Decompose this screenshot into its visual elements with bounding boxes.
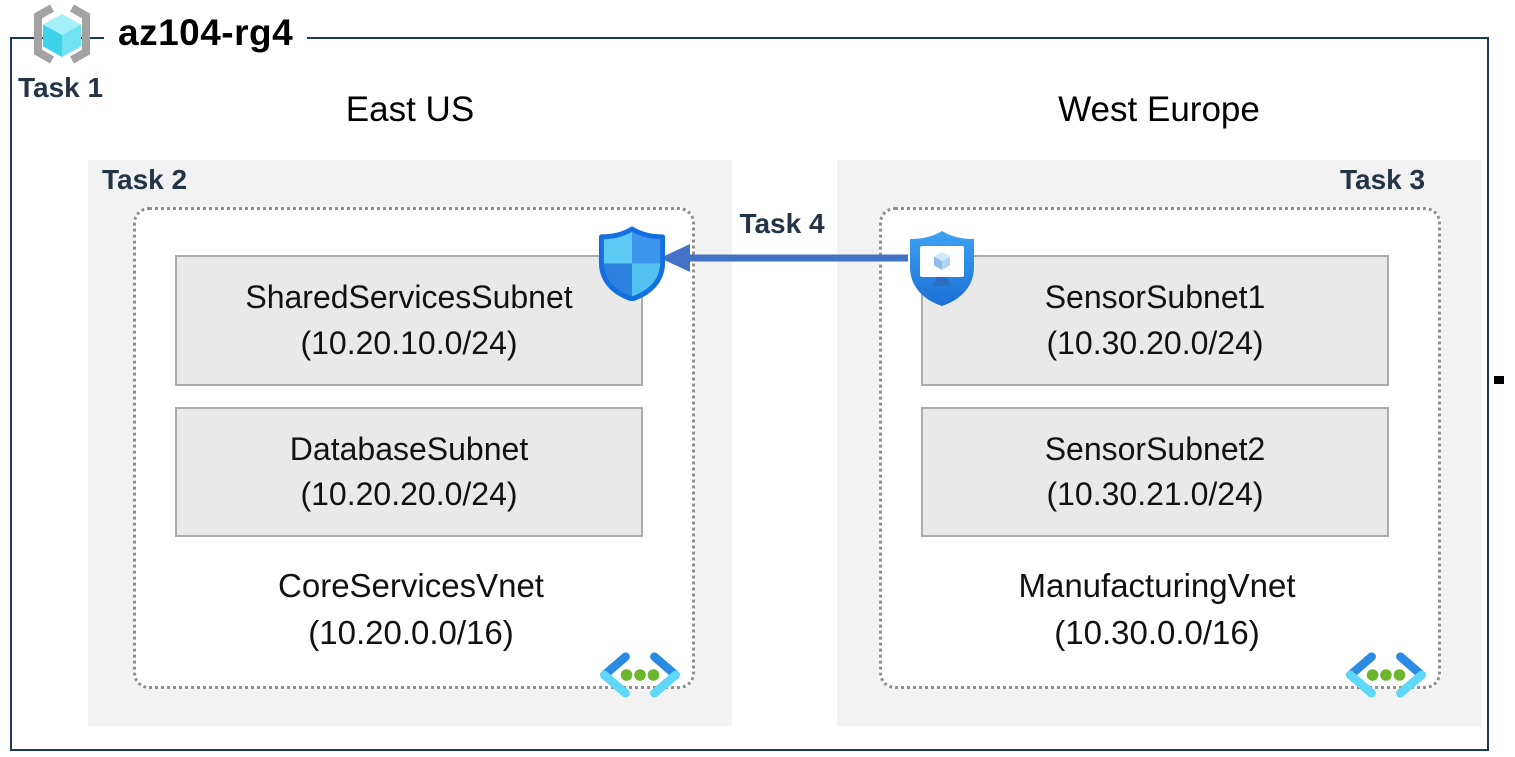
task1-label: Task 1 bbox=[18, 72, 104, 103]
subnet-cidr: (10.20.20.0/24) bbox=[300, 476, 518, 512]
region-label-east-us: East US bbox=[345, 90, 475, 129]
shield-monitor-icon bbox=[906, 229, 978, 312]
vnet-cidr: (10.30.0.0/16) bbox=[1054, 613, 1260, 651]
network-security-group-icon bbox=[597, 226, 667, 306]
subnet-cidr: (10.30.20.0/24) bbox=[1046, 324, 1264, 361]
virtual-network-icon-west bbox=[1342, 650, 1430, 705]
virtual-network-icon-east bbox=[596, 650, 684, 705]
vnet-name: ManufacturingVnet bbox=[1018, 567, 1296, 604]
vnet-name: CoreServicesVnet bbox=[278, 567, 544, 604]
task3-label: Task 3 bbox=[1340, 164, 1426, 195]
peering-arrow bbox=[658, 236, 910, 285]
subnet-name: SensorSubnet2 bbox=[1044, 430, 1266, 467]
subnet-box-sharedservices: SharedServicesSubnet (10.20.10.0/24) bbox=[175, 255, 643, 386]
subnet-name: DatabaseSubnet bbox=[289, 430, 529, 467]
task2-label: Task 2 bbox=[102, 164, 188, 195]
resource-group-icon bbox=[26, 3, 98, 70]
vnet-cidr: (10.20.0.0/16) bbox=[308, 613, 514, 651]
subnet-cidr: (10.30.21.0/24) bbox=[1046, 476, 1264, 512]
subnet-name: SharedServicesSubnet bbox=[245, 279, 573, 316]
subnet-cidr: (10.20.10.0/24) bbox=[300, 324, 518, 361]
vnet-label-coreservices: CoreServicesVnet (10.20.0.0/16) bbox=[133, 563, 689, 657]
resource-group-title: az104-rg4 bbox=[104, 12, 308, 54]
resource-group-frame bbox=[10, 37, 1489, 751]
subnet-name: SensorSubnet1 bbox=[1044, 279, 1266, 316]
subnet-box-sensor2: SensorSubnet2 (10.30.21.0/24) bbox=[921, 407, 1389, 537]
subnet-box-database: DatabaseSubnet (10.20.20.0/24) bbox=[175, 407, 643, 537]
vnet-label-manufacturing: ManufacturingVnet (10.30.0.0/16) bbox=[879, 563, 1435, 657]
region-label-west-europe: West Europe bbox=[1058, 90, 1260, 129]
task4-label: Task 4 bbox=[739, 208, 825, 239]
subnet-box-sensor1: SensorSubnet1 (10.30.20.0/24) bbox=[921, 255, 1389, 386]
edge-artifact-mark bbox=[1494, 376, 1504, 384]
